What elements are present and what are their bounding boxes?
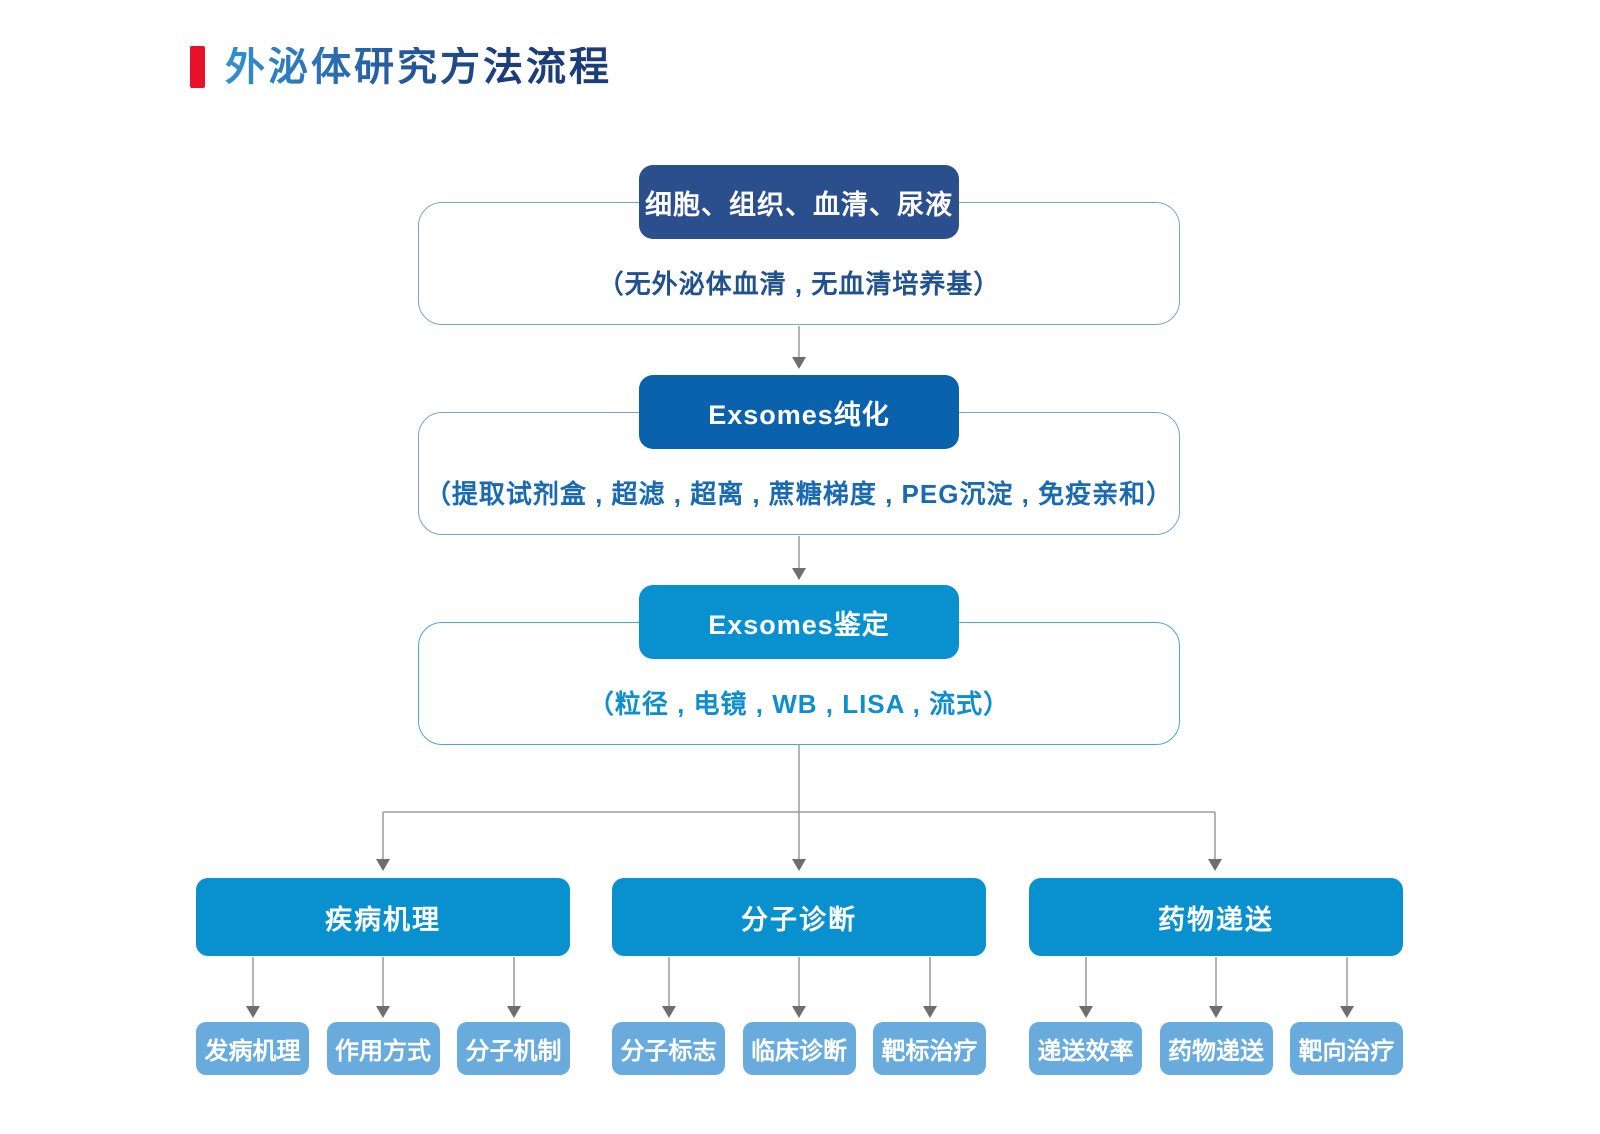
stage-purification: Exsomes纯化 （提取试剂盒 , 超滤 , 超离 , 蔗糖梯度 , PEG沉… xyxy=(418,375,1180,535)
branch-molecular-diagnosis: 分子诊断 分子标志 临床诊断 靶标治疗 xyxy=(612,878,986,1075)
leaf-node: 分子标志 xyxy=(612,1022,725,1075)
leaf-node: 临床诊断 xyxy=(742,1022,856,1075)
branch-disease-mechanism: 疾病机理 发病机理 作用方式 分子机制 xyxy=(196,878,570,1075)
leaf-node: 分子机制 xyxy=(457,1022,570,1075)
branch-disease-mechanism-node: 疾病机理 xyxy=(196,878,570,956)
branch-drug-delivery: 药物递送 递送效率 药物递送 靶向治疗 xyxy=(1029,878,1403,1075)
arrow-stage1-stage2 xyxy=(792,326,806,369)
branch-drug-delivery-leaves: 递送效率 药物递送 靶向治疗 xyxy=(1029,1022,1403,1075)
arrow-stage2-stage3 xyxy=(792,536,806,580)
leaf-node: 靶向治疗 xyxy=(1290,1022,1403,1075)
leaf-node: 发病机理 xyxy=(196,1022,309,1075)
stage-identification-note: （粒径 , 电镜 , WB , LISA , 流式） xyxy=(587,688,1011,719)
stage-sample-source-node: 细胞、组织、血清、尿液 xyxy=(639,165,959,239)
stage-sample-source-note: （无外泌体血清 , 无血清培养基） xyxy=(597,268,1001,299)
branch-disease-mechanism-leaves: 发病机理 作用方式 分子机制 xyxy=(196,1022,570,1075)
branch-molecular-diagnosis-node: 分子诊断 xyxy=(612,878,986,956)
branch-drug-delivery-node: 药物递送 xyxy=(1029,878,1403,956)
stage-purification-node: Exsomes纯化 xyxy=(639,375,959,449)
leaf-node: 递送效率 xyxy=(1029,1022,1142,1075)
page-title: 外泌体研究方法流程 xyxy=(225,45,612,89)
stage-identification-node: Exsomes鉴定 xyxy=(639,585,959,659)
page-header: 外泌体研究方法流程 xyxy=(190,46,612,88)
stage-purification-note: （提取试剂盒 , 超滤 , 超离 , 蔗糖梯度 , PEG沉淀 , 免疫亲和） xyxy=(424,478,1174,509)
leaf-node: 靶标治疗 xyxy=(873,1022,986,1075)
stage-identification: Exsomes鉴定 （粒径 , 电镜 , WB , LISA , 流式） xyxy=(418,585,1180,745)
leaf-node: 药物递送 xyxy=(1159,1022,1273,1075)
branch-tree-connector xyxy=(376,745,1222,871)
title-accent-bar xyxy=(190,46,205,88)
leaf-node: 作用方式 xyxy=(326,1022,440,1075)
branch-molecular-diagnosis-leaves: 分子标志 临床诊断 靶标治疗 xyxy=(612,1022,986,1075)
stage-sample-source: 细胞、组织、血清、尿液 （无外泌体血清 , 无血清培养基） xyxy=(418,165,1180,325)
